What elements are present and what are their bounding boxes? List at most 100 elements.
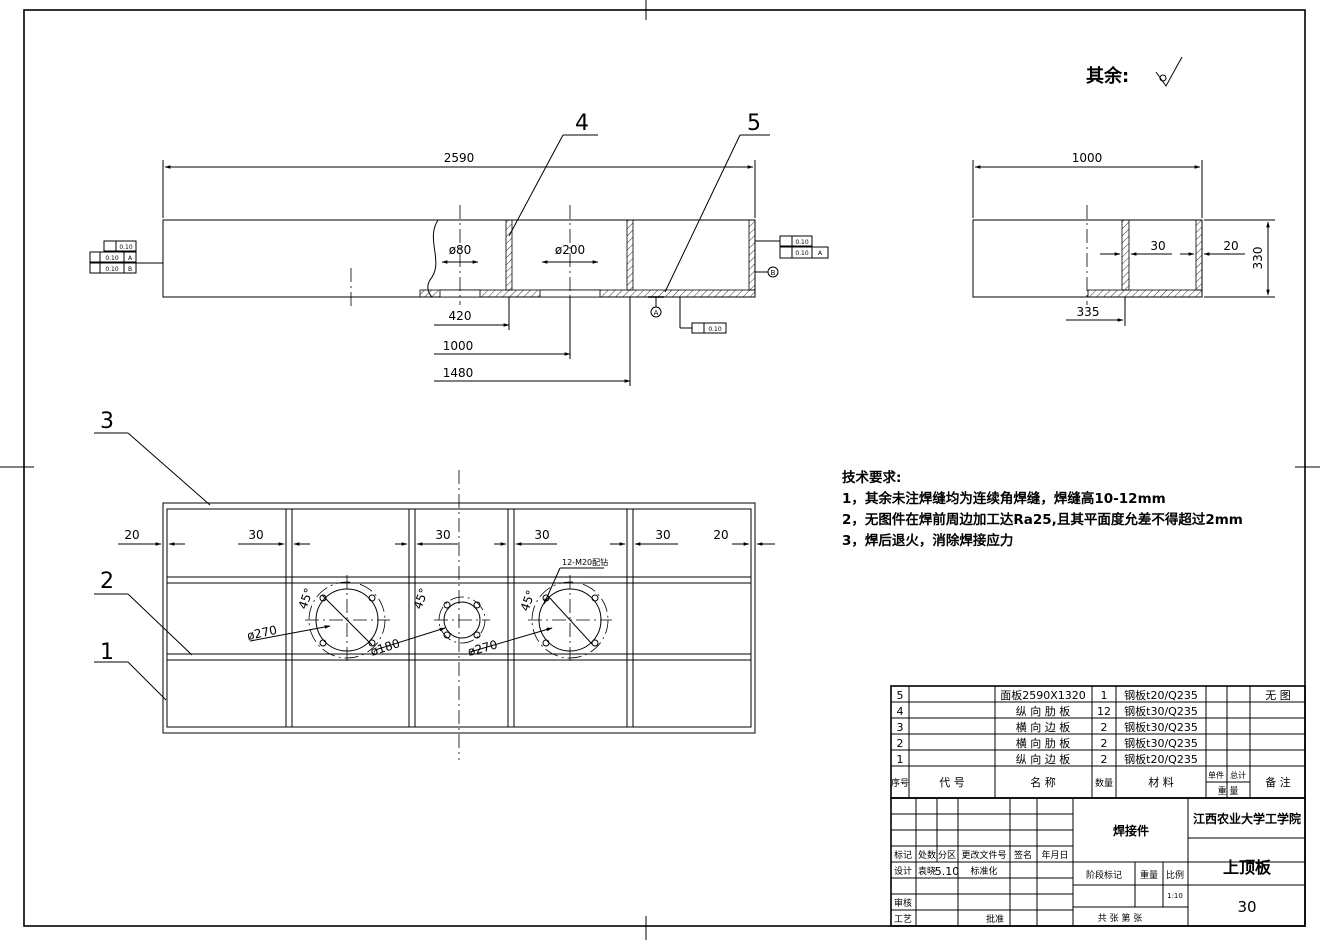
bom-material-4: 钢板t30/Q235: [1124, 704, 1198, 718]
tb-weight: 重量: [1140, 869, 1158, 881]
bolt-note: 12-M20配钻: [562, 557, 608, 567]
bom-header-remark: 备 注: [1265, 775, 1291, 789]
tb-zone: 分区: [938, 850, 956, 861]
top-view: ø270 ø180 ø270 45° 45° 45° 12-M20配钻 20 3…: [94, 409, 775, 760]
part-number-2: 2: [100, 569, 114, 594]
datum-a-label: A: [654, 309, 659, 317]
angle-left: 45°: [296, 586, 316, 611]
tech-title: 技术要求:: [842, 470, 902, 486]
bom-header-weight: 重 量: [1218, 785, 1239, 797]
dim-side-30: 30: [1150, 239, 1165, 253]
side-view: 1000 30 20 330 335: [972, 151, 1275, 326]
dim-hole-large: ø200: [555, 243, 585, 257]
bom-no-1: 1: [897, 753, 904, 766]
bom-note-5: 无 图: [1265, 689, 1291, 702]
tb-check: 审核: [894, 897, 912, 909]
angle-right: 45°: [518, 588, 538, 613]
tolerance-frame-right: 0.10 0.10 A B: [755, 235, 829, 278]
part-number-3: 3: [100, 409, 114, 434]
tb-scale: 1:10: [1167, 892, 1183, 900]
technical-requirements: 技术要求: 1，其余未注焊缝均为连续角焊缝，焊缝高10-12mm 2，无图件在焊…: [842, 468, 1282, 552]
front-view: 2590 ø80 ø200 420 1000 1480 4 5 0.10: [89, 111, 829, 386]
dim-420: 420: [449, 309, 472, 323]
tb-standard: 标准化: [970, 865, 997, 877]
datum-b-marker: B: [771, 269, 776, 277]
tb-date: 年月日: [1041, 849, 1068, 861]
hole-pattern-right: [528, 575, 612, 665]
part-number-4: 4: [575, 111, 589, 136]
bom-qty-4: 12: [1097, 705, 1111, 718]
bom-name-2: 横 向 肋 板: [1016, 736, 1071, 750]
tb-design-date: 5.10: [935, 865, 960, 878]
datum-a-tol: 0.10: [708, 326, 722, 333]
bom-no-3: 3: [897, 721, 904, 734]
bom-header-qty: 数量: [1095, 777, 1113, 789]
bom-material-2: 钢板t30/Q235: [1124, 736, 1198, 750]
tb-sheet-number: 30: [1237, 898, 1256, 916]
dim-d270-left: ø270: [246, 623, 278, 643]
tb-mark: 标记: [894, 849, 912, 861]
tol-left-value-2: 0.10: [105, 255, 119, 262]
tol-left-datum-b: B: [128, 266, 132, 273]
dim-spacing-1: 20: [124, 528, 139, 542]
dim-side-height: 330: [1251, 247, 1265, 270]
dim-d180: ø180: [369, 636, 402, 659]
roughness-label: 其余:: [1086, 66, 1130, 87]
angle-center: 45°: [411, 586, 431, 611]
dim-hole-small: ø80: [449, 243, 472, 257]
bom-name-3: 横 向 边 板: [1016, 720, 1071, 734]
hole-pattern-center: [434, 596, 490, 644]
bom-qty-5: 1: [1101, 689, 1108, 702]
tech-item-3: 3，焊后退火，消除焊接应力: [842, 533, 1014, 549]
bom-no-4: 4: [897, 705, 904, 718]
tb-process: 工艺: [894, 914, 912, 925]
tolerance-frame-left: 0.10 0.10 0.10 A B: [89, 240, 163, 274]
bom-name-5: 面板2590X1320: [1000, 688, 1086, 702]
dim-spacing-2: 30: [248, 528, 263, 542]
tb-ratio: 比例: [1166, 869, 1184, 881]
tb-school: 江西农业大学工学院: [1193, 811, 1301, 826]
dim-side-20: 20: [1223, 239, 1238, 253]
bom-header-material: 材 料: [1148, 775, 1174, 789]
tech-item-1: 1，其余未注焊缝均为连续角焊缝，焊缝高10-12mm: [842, 491, 1166, 507]
bom-no-5: 5: [897, 689, 904, 702]
tb-stage: 阶段标记: [1086, 869, 1122, 881]
bom-material-3: 钢板t30/Q235: [1124, 720, 1198, 734]
dim-spacing-6: 20: [713, 528, 728, 542]
dim-spacing-5: 30: [655, 528, 670, 542]
tol-left-value-3: 0.10: [105, 266, 119, 273]
tb-drawing-name: 上顶板: [1223, 858, 1272, 877]
part-number-1: 1: [100, 640, 114, 665]
part-number-5: 5: [747, 111, 761, 136]
bom-header-name: 名 称: [1030, 775, 1056, 789]
tb-sheets: 共 张 第 张: [1098, 912, 1143, 924]
tol-left-value-1: 0.10: [119, 244, 133, 251]
bom-header-code: 代 号: [939, 776, 965, 789]
tol-right-value-1: 0.10: [795, 239, 809, 246]
hole-pattern-left: [305, 575, 390, 665]
bom-material-5: 钢板t20/Q235: [1124, 688, 1198, 702]
dim-overall-length: 2590: [444, 151, 475, 165]
bom-qty-3: 2: [1101, 721, 1108, 734]
roughness-symbol-icon: [1155, 56, 1183, 87]
roughness-note: 其余:: [1086, 62, 1129, 88]
bom-qty-1: 2: [1101, 753, 1108, 766]
bom-no-2: 2: [897, 737, 904, 750]
bom-header-total: 总计: [1230, 770, 1246, 780]
tb-designer: 袁晓: [918, 865, 936, 877]
dim-1000: 1000: [443, 339, 474, 353]
dim-side-width: 1000: [1072, 151, 1103, 165]
tb-doc: 更改文件号: [961, 849, 1006, 861]
tol-left-datum-a: A: [128, 255, 133, 262]
bom-header-seq: 序号: [891, 777, 909, 789]
bom-header-unit: 单件: [1208, 770, 1224, 780]
bom-table: 5 面板2590X1320 1 钢板t20/Q235 无 图 4 纵 向 肋 板…: [890, 685, 1306, 799]
dim-side-offset: 335: [1077, 305, 1100, 319]
tb-sign: 签名: [1014, 849, 1032, 861]
bom-name-1: 纵 向 边 板: [1016, 752, 1071, 766]
tb-approve: 批准: [986, 913, 1004, 925]
tb-design: 设计: [894, 865, 912, 877]
datum-a-marker: A 0.10: [648, 296, 727, 334]
